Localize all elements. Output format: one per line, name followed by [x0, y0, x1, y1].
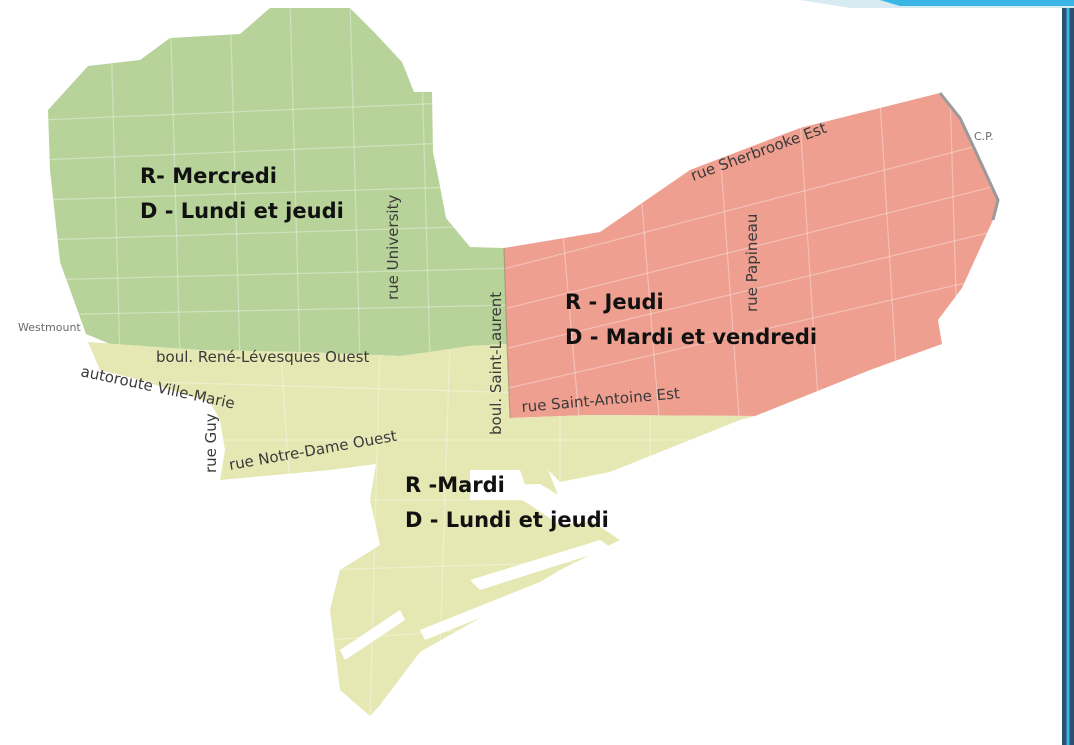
zone-west-area [48, 8, 507, 356]
label-rue-university: rue University [384, 195, 402, 300]
boundary-saint-laurent [503, 247, 511, 419]
label-rue-papineau: rue Papineau [743, 214, 761, 312]
zone-west-collection: R- Mercredi [140, 164, 277, 188]
zone-south-collection: R -Mardi [405, 473, 505, 497]
label-boul-rene-levesque: boul. René-Lévesques Ouest [156, 348, 369, 366]
zone-south-delivery: D - Lundi et jeudi [405, 508, 609, 532]
label-cp: C.P. [974, 130, 994, 143]
label-boul-saint-laurent: boul. Saint-Laurent [487, 292, 505, 435]
zone-east-delivery: D - Mardi et vendredi [565, 325, 817, 349]
port-piers [340, 470, 612, 660]
zone-east-area [504, 93, 998, 418]
zone-south-area [88, 342, 755, 716]
zone-west-delivery: D - Lundi et jeudi [140, 199, 344, 223]
label-rue-guy: rue Guy [202, 413, 220, 473]
frame-top-decoration-blue [880, 0, 1074, 6]
zone-east-collection: R - Jeudi [565, 290, 664, 314]
label-westmount: Westmount [18, 321, 81, 334]
boundary-cp-rail [938, 92, 1000, 221]
